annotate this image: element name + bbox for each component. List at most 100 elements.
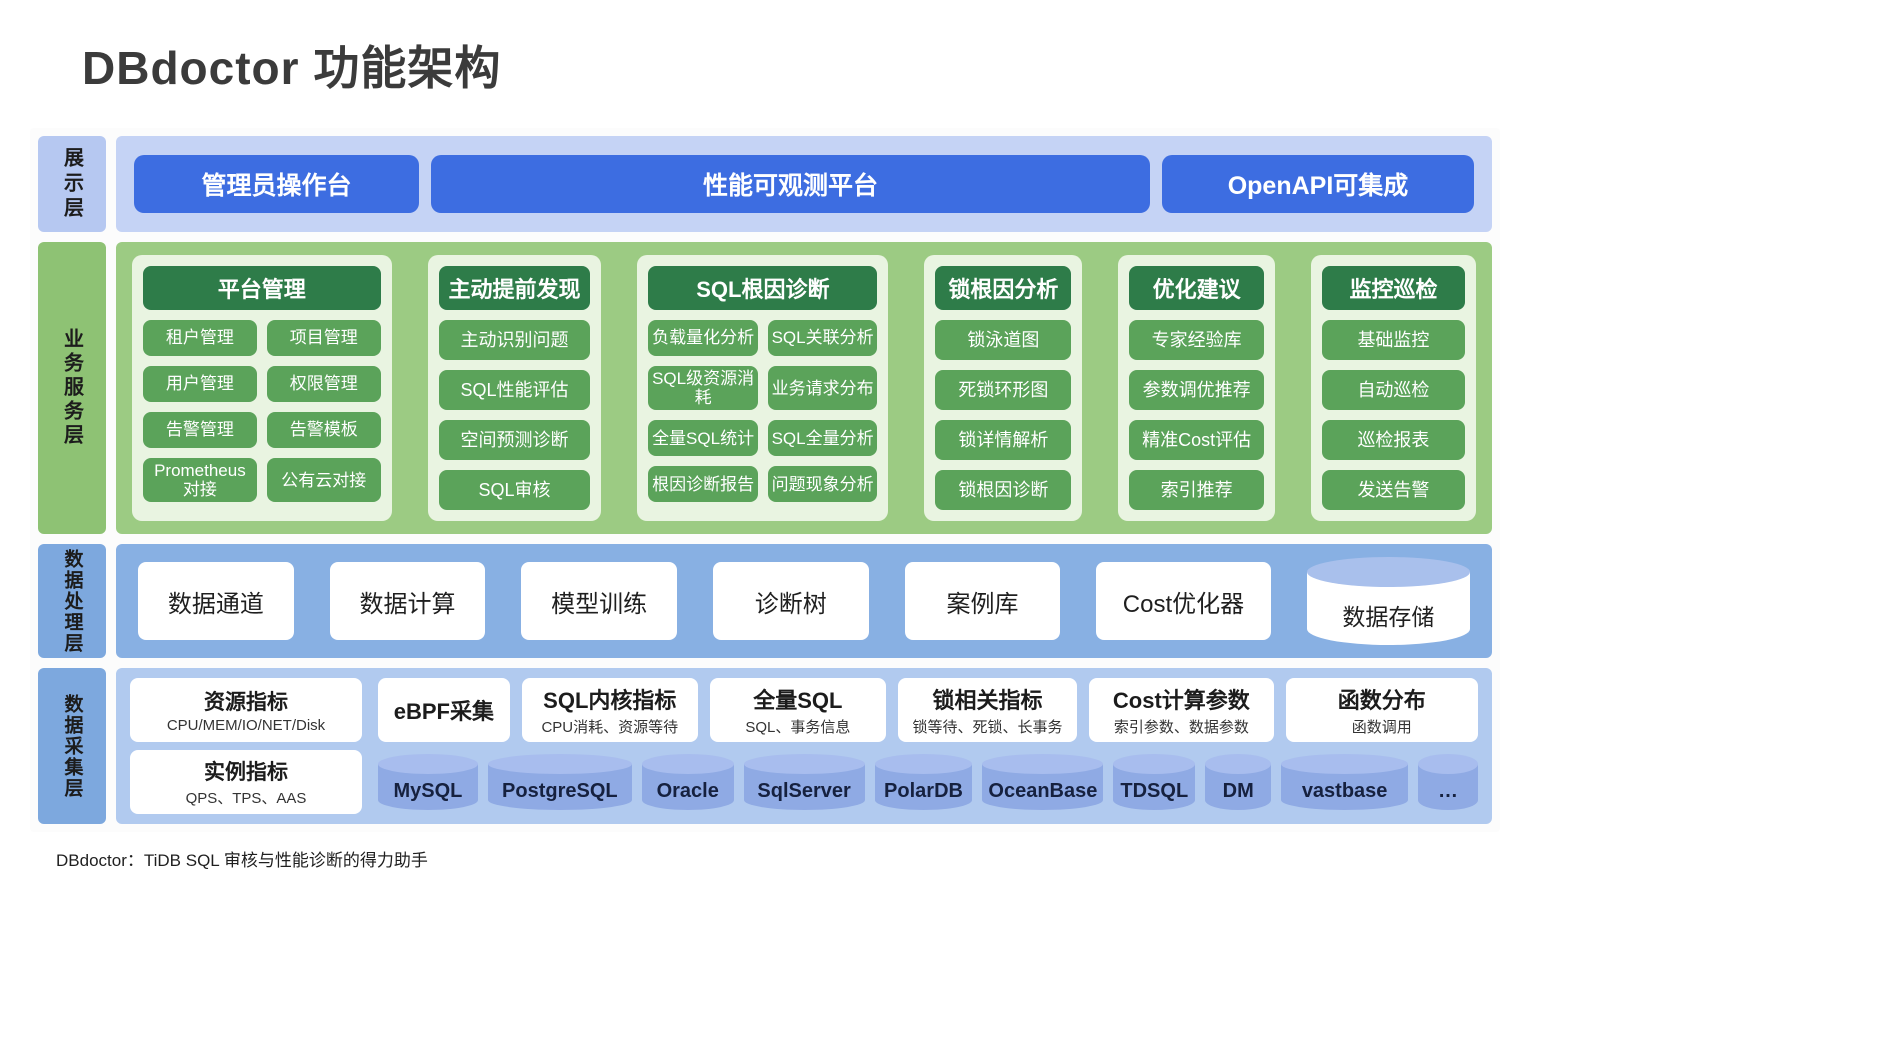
feature-node: 根因诊断报告 (648, 466, 758, 503)
collector-title: Cost计算参数 (1112, 688, 1250, 713)
feature-node: 主动识别问题 (438, 320, 591, 360)
collector-subtitle: 函数调用 (1351, 719, 1412, 736)
feature-node: 巡检报表 (1321, 420, 1466, 460)
cylinder-top-icon (378, 754, 478, 774)
module-items: 租户管理 项目管理 用户管理 权限管理 告警管理 告警模板 Prometheus… (143, 320, 381, 510)
cylinder-top-icon (1306, 557, 1471, 587)
resource-metrics-box: 资源指标 CPU/MEM/IO/NET/Disk (130, 678, 362, 742)
footer-caption: DBdoctor：TiDB SQL 审核与性能诊断的得力助手 (56, 851, 428, 870)
feature-node: 问题现象分析 (767, 466, 878, 503)
presentation-band: 管理员操作台 性能可观测平台 OpenAPI可集成 (116, 136, 1492, 232)
business-band: 平台管理 租户管理 项目管理 用户管理 权限管理 告警管理 告警模板 Prome… (116, 242, 1492, 534)
module-header: 主动提前发现 (438, 266, 591, 310)
feature-node: 自动巡检 (1321, 370, 1466, 410)
observability-platform-node: 性能可观测平台 (431, 155, 1150, 213)
cylinder-top-icon (487, 754, 632, 774)
db-cylinder-oceanbase: OceanBase (982, 754, 1104, 810)
layer-label-processing: 数据处理层 (38, 544, 106, 658)
module-optimization-advice: 优化建议 专家经验库 参数调优推荐 精准Cost评估 索引推荐 (1118, 255, 1275, 521)
collector-title: 全量SQL (753, 688, 843, 713)
feature-node: 公有云对接 (266, 458, 381, 503)
feature-node: 空间预测诊断 (438, 420, 591, 460)
metric-subtitle: QPS、TPS、AAS (185, 790, 307, 807)
module-header: 监控巡检 (1321, 266, 1466, 310)
db-label: PolarDB (874, 764, 973, 810)
processing-node: 模型训练 (521, 562, 677, 640)
db-cylinder-postgresql: PostgreSQL (487, 754, 632, 810)
function-distribution-box: 函数分布 函数调用 (1285, 678, 1478, 742)
layer-label-presentation: 展示层 (38, 136, 106, 232)
processing-band: 数据通道 数据计算 模型训练 诊断树 案例库 Cost优化器 数据存储 (116, 544, 1492, 658)
collection-right: eBPF采集 SQL内核指标 CPU消耗、资源等待 全量SQL SQL、事务信息… (378, 678, 1478, 814)
db-label: MySQL (378, 764, 478, 810)
metrics-column: 资源指标 CPU/MEM/IO/NET/Disk 实例指标 QPS、TPS、AA… (130, 678, 362, 814)
feature-node: Prometheus对接 (143, 458, 257, 503)
feature-node: 用户管理 (143, 366, 257, 402)
db-cylinder-polardb: PolarDB (874, 754, 973, 810)
feature-node: 专家经验库 (1129, 320, 1264, 360)
collector-title: 函数分布 (1337, 688, 1426, 713)
db-cylinder-tdsql: TDSQL (1113, 754, 1196, 810)
layer-label-business: 业务服务层 (38, 242, 106, 534)
sql-kernel-metrics-box: SQL内核指标 CPU消耗、资源等待 (521, 678, 698, 742)
feature-node: 业务请求分布 (767, 366, 878, 411)
processing-node: 数据通道 (138, 562, 294, 640)
db-cylinder-mysql: MySQL (378, 754, 478, 810)
page-title: DBdoctor 功能架构 (82, 42, 502, 94)
module-items: 专家经验库 参数调优推荐 精准Cost评估 索引推荐 (1129, 320, 1264, 510)
db-cylinder-sqlserver: SqlServer (743, 754, 865, 810)
collector-subtitle: CPU消耗、资源等待 (541, 719, 679, 736)
module-header: 锁根因分析 (935, 266, 1072, 310)
module-items: 锁泳道图 死锁环形图 锁详情解析 锁根因诊断 (935, 320, 1072, 510)
processing-node: 案例库 (904, 562, 1061, 640)
processing-node: 数据计算 (329, 562, 486, 640)
feature-node: 告警管理 (143, 412, 257, 448)
metric-subtitle: CPU/MEM/IO/NET/Disk (166, 717, 326, 734)
collector-title: eBPF采集 (393, 699, 494, 724)
feature-node: 发送告警 (1321, 470, 1466, 510)
cylinder-top-icon (1281, 754, 1409, 774)
module-header: 平台管理 (143, 266, 381, 310)
ebpf-collector-box: eBPF采集 (378, 678, 510, 742)
feature-node: 参数调优推荐 (1129, 370, 1264, 410)
feature-node: SQL级资源消耗 (648, 366, 758, 411)
feature-node: 基础监控 (1321, 320, 1466, 360)
feature-node: 索引推荐 (1129, 470, 1264, 510)
instance-metrics-box: 实例指标 QPS、TPS、AAS (130, 750, 362, 814)
layer-collection: 数据采集层 资源指标 CPU/MEM/IO/NET/Disk 实例指标 QPS、… (38, 668, 1492, 824)
feature-node: 死锁环形图 (935, 370, 1072, 410)
lock-metrics-box: 锁相关指标 锁等待、死锁、长事务 (897, 678, 1078, 742)
module-header: SQL根因诊断 (648, 266, 878, 310)
layer-label-collection: 数据采集层 (38, 668, 106, 824)
database-row: MySQL PostgreSQL Oracle SqlServer (378, 750, 1478, 814)
cylinder-top-icon (1113, 754, 1196, 774)
feature-node: 告警模板 (266, 412, 381, 448)
feature-node: 锁根因诊断 (935, 470, 1072, 510)
collector-subtitle: 索引参数、数据参数 (1113, 719, 1249, 736)
collector-subtitle: 锁等待、死锁、长事务 (912, 719, 1063, 736)
module-proactive-discovery: 主动提前发现 主动识别问题 SQL性能评估 空间预测诊断 SQL审核 (427, 255, 602, 521)
module-lock-root-cause: 锁根因分析 锁泳道图 死锁环形图 锁详情解析 锁根因诊断 (924, 255, 1083, 521)
module-sql-root-cause: SQL根因诊断 负载量化分析 SQL关联分析 SQL级资源消耗 业务请求分布 全… (637, 255, 889, 521)
module-header: 优化建议 (1129, 266, 1264, 310)
openapi-node: OpenAPI可集成 (1162, 155, 1474, 213)
db-cylinder-dm: DM (1205, 754, 1272, 810)
architecture-diagram: 展示层 管理员操作台 性能可观测平台 OpenAPI可集成 业务服务层 平台管理… (30, 128, 1500, 832)
cylinder-top-icon (874, 754, 973, 774)
admin-console-node: 管理员操作台 (134, 155, 419, 213)
feature-node: 锁详情解析 (935, 420, 1072, 460)
collection-band: 资源指标 CPU/MEM/IO/NET/Disk 实例指标 QPS、TPS、AA… (116, 668, 1492, 824)
feature-node: SQL审核 (438, 470, 591, 510)
db-cylinder-vastbase: vastbase (1281, 754, 1409, 810)
feature-node: SQL全量分析 (767, 420, 878, 457)
collector-subtitle: SQL、事务信息 (745, 719, 851, 736)
feature-node: 全量SQL统计 (648, 420, 758, 457)
processing-node: Cost优化器 (1096, 562, 1271, 640)
layer-business: 业务服务层 平台管理 租户管理 项目管理 用户管理 权限管理 告警管理 告警模板… (38, 242, 1492, 534)
module-items: 负载量化分析 SQL关联分析 SQL级资源消耗 业务请求分布 全量SQL统计 S… (648, 320, 878, 510)
module-items: 主动识别问题 SQL性能评估 空间预测诊断 SQL审核 (438, 320, 591, 510)
feature-node: 负载量化分析 (648, 320, 758, 356)
storage-cylinder: 数据存储 (1306, 557, 1471, 645)
collector-title: SQL内核指标 (543, 688, 677, 713)
collector-boxes: eBPF采集 SQL内核指标 CPU消耗、资源等待 全量SQL SQL、事务信息… (378, 678, 1478, 742)
